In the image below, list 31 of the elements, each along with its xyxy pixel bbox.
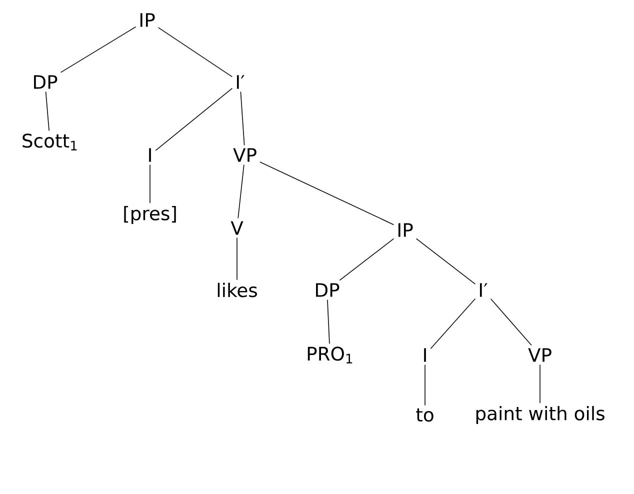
branch-line xyxy=(430,298,476,350)
category-label: IP xyxy=(398,223,413,237)
word-label: PRO$_{1}$ xyxy=(308,346,352,364)
branch-line xyxy=(327,299,330,344)
word-label: to xyxy=(416,408,434,422)
word-label: paint with oils xyxy=(476,406,604,424)
branch-line xyxy=(416,238,476,284)
branch-line xyxy=(155,88,233,151)
category-label: VP xyxy=(233,148,256,162)
category-label: I′ xyxy=(236,75,244,89)
category-label: IP xyxy=(140,13,155,27)
category-label: DP xyxy=(34,75,58,89)
word-label: [pres] xyxy=(124,206,176,224)
branch-line xyxy=(45,91,50,132)
branch-line xyxy=(236,237,238,280)
category-label: I′ xyxy=(480,283,488,297)
branch-line xyxy=(240,91,245,146)
branch-line xyxy=(158,27,233,78)
word-label: likes xyxy=(218,282,257,298)
category-label: VP xyxy=(528,348,552,362)
branch-line xyxy=(60,26,136,73)
branch-line xyxy=(339,238,394,281)
branch-line xyxy=(490,298,532,346)
branch-line xyxy=(238,164,244,219)
word-label: Scott$_{1}$ xyxy=(22,134,77,150)
category-label: I xyxy=(149,148,151,162)
category-label: V xyxy=(230,221,244,235)
category-label: DP xyxy=(316,283,340,297)
branch-line xyxy=(424,364,426,406)
branch-line xyxy=(260,162,394,226)
category-label: I xyxy=(424,348,426,362)
